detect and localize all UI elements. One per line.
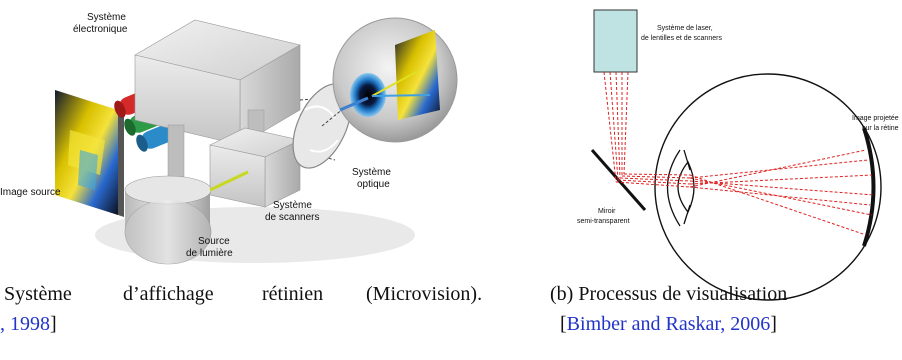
caption-a-word-2: d’affichage [123, 283, 214, 305]
caption-a-word-3: rétinien [262, 283, 324, 305]
scanner-system-box [209, 127, 301, 208]
caption-b-line2: [Bimber and Raskar, 2006] [560, 310, 777, 338]
caption-a-line1: Système d’affichage rétinien (Microvisio… [0, 280, 540, 308]
optical-system-disk [292, 83, 361, 169]
label-projected-line1: Image projetée [852, 115, 899, 122]
label-projected-line2: sur la rétine [862, 125, 899, 132]
caption-a-word-1: Système [4, 283, 72, 305]
laser-rays [603, 71, 875, 236]
eye-sphere [332, 17, 458, 143]
label-laser-line1: Système de laser, [657, 25, 713, 32]
cornea [666, 149, 681, 227]
electronic-system-box [134, 19, 301, 146]
label-image-source: Image source [0, 187, 61, 198]
light-source-cylinder [124, 175, 212, 265]
caption-a-close-bracket: ] [50, 313, 57, 335]
source-image-panel [55, 90, 124, 217]
caption-b-open-bracket: [ [560, 313, 567, 335]
label-optical-line2: optique [357, 179, 390, 190]
retina-image-arc [862, 127, 876, 247]
caption-b-close-bracket: ] [770, 313, 777, 335]
label-scanners-line2: de scanners [265, 212, 319, 223]
label-electronic-line2: électronique [73, 24, 128, 35]
label-mirror-line1: Miroir [598, 208, 616, 215]
label-scanners-line1: Système [273, 200, 312, 211]
caption-b-line1: (b) Processus de visualisation [550, 283, 788, 305]
caption-a-citation-link[interactable]: , 1998 [0, 313, 50, 335]
label-laser-line2: de lentilles et de scanners [641, 35, 722, 42]
label-optical-line1: Système [352, 167, 391, 178]
laser-lens-scanner-box [593, 9, 638, 73]
eyeball-outline [654, 73, 882, 301]
figure-b-diagram: Système de laser, de lentilles et de sca… [577, 9, 899, 301]
caption-b-citation-link[interactable]: Bimber and Raskar, 2006 [566, 313, 771, 335]
figure-a-illustration: Système électronique Image source Systèm… [0, 12, 458, 265]
caption-a-word-4: (Microvision). [366, 283, 483, 305]
label-mirror-line2: semi-transparent [577, 218, 630, 225]
label-light-line1: Source [198, 236, 230, 247]
caption-a-line2: , 1998] [0, 310, 57, 338]
label-electronic-line1: Système [87, 12, 126, 23]
label-light-line2: de lumière [186, 248, 233, 259]
